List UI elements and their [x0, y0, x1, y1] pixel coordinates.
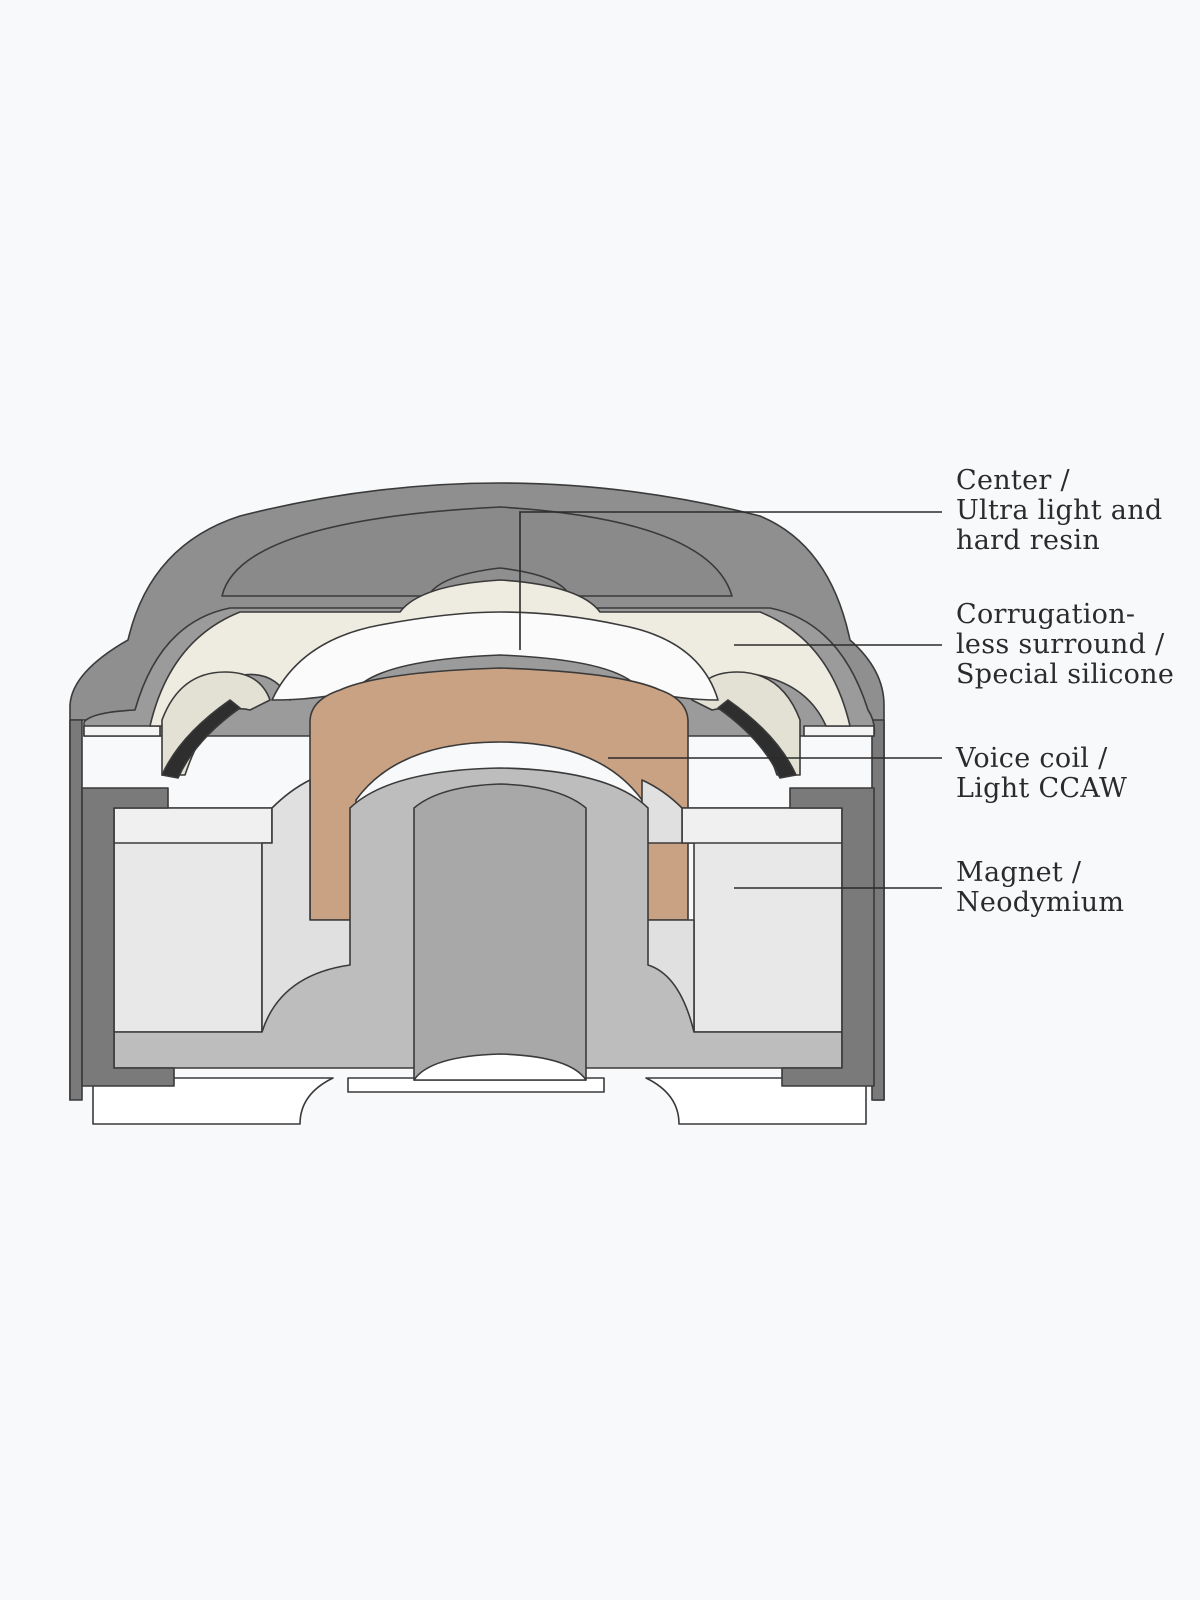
label-voice-coil: Voice coil / Light CCAW: [956, 744, 1196, 804]
voice-coil: [309, 667, 689, 921]
label-center-line-3: hard resin: [956, 525, 1101, 556]
magnet-right-top: [681, 807, 843, 844]
leader-center: [519, 511, 942, 650]
magnet-left-top: [113, 807, 273, 844]
pole-hole: [413, 1053, 587, 1081]
label-magnet-line-2: Neodymium: [956, 887, 1125, 918]
label-center: Center / Ultra light and hard resin: [956, 466, 1196, 556]
label-voice-coil-line-2: Light CCAW: [956, 773, 1128, 804]
gap-ring-left: [161, 699, 241, 779]
label-surround-line-3: Special silicone: [956, 659, 1175, 690]
gasket-right: [803, 725, 875, 737]
top-cap-panel: [221, 506, 733, 597]
frame-right: [781, 787, 875, 1087]
gasket-left: [83, 725, 161, 737]
label-magnet: Magnet / Neodymium: [956, 858, 1196, 918]
label-surround: Corrugation- less surround / Special sil…: [956, 600, 1196, 690]
base-plate-left: [92, 1077, 334, 1125]
leader-lines: [519, 511, 942, 889]
center-pole: [413, 783, 587, 1081]
label-surround-line-1: Corrugation-: [956, 599, 1136, 630]
label-magnet-line-1: Magnet /: [956, 857, 1082, 888]
center-dome: [271, 611, 719, 701]
base-plate-right: [645, 1077, 867, 1125]
label-center-line-2: Ultra light and: [956, 495, 1163, 526]
label-voice-coil-line-1: Voice coil /: [956, 743, 1108, 774]
frame-left: [81, 787, 175, 1087]
label-center-line-1: Center /: [956, 465, 1070, 496]
label-surround-line-2: less surround /: [956, 629, 1165, 660]
